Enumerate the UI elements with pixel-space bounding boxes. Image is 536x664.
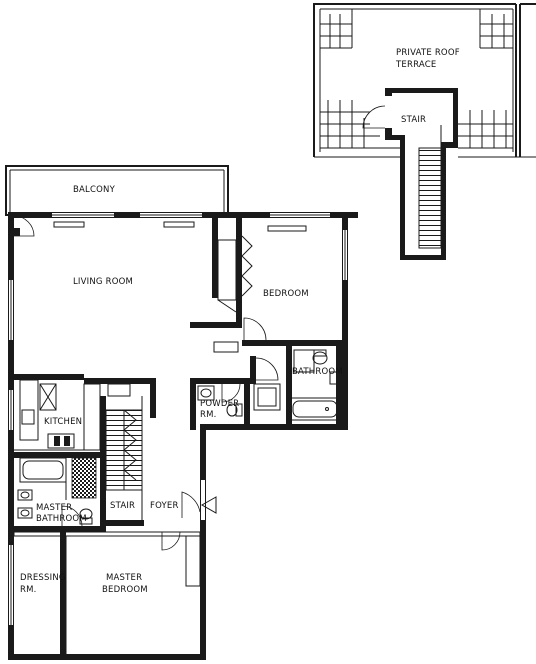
powder-label-2: RM. (200, 410, 217, 420)
room-labels: LIVING ROOM BEDROOM DRESSING RM. MASTER … (20, 277, 309, 595)
bathtub-icon (289, 397, 341, 421)
door-swing-icon (255, 357, 279, 381)
door-swing-icon (61, 505, 83, 527)
door-swing-icon (181, 491, 201, 518)
misc-doors (13, 215, 239, 353)
sink-icon (197, 385, 215, 401)
door-swing-icon (362, 105, 386, 129)
entry-arrow-icon (200, 496, 217, 514)
lower-stair-label: STAIR (110, 501, 135, 511)
toilet-icon (79, 508, 93, 520)
toilet-icon (226, 403, 238, 417)
bathroom-label: BATHROOM (292, 367, 343, 377)
roof-terrace: PRIVATE ROOF TERRACE STAIR (313, 3, 536, 260)
stair-treads-icon (418, 147, 442, 249)
balcony: BALCONY (5, 165, 229, 216)
master-bedroom-label-1: MASTER (106, 573, 142, 583)
master-bath-label-2: BATHROOM (36, 514, 87, 524)
door-swing-icon (161, 531, 181, 551)
sink-icon (17, 489, 33, 501)
powder-label-1: POWDER (200, 399, 239, 409)
foyer-label: FOYER (150, 501, 179, 511)
sink-icon (21, 409, 35, 425)
master-bath-label-1: MASTER (36, 503, 72, 513)
dressing-label-1: DRESSING (20, 573, 66, 583)
upper-stair-label: STAIR (401, 115, 426, 125)
dressing-label-2: RM. (20, 585, 37, 595)
toilet-icon (312, 351, 328, 365)
terrace-label-2: TERRACE (395, 60, 436, 70)
exterior-walls (8, 212, 358, 660)
door-swing-icon (221, 383, 241, 403)
master-bedroom-label-2: BEDROOM (102, 585, 148, 595)
kitchen-label: KITCHEN (44, 417, 82, 427)
terrace-label-1: PRIVATE ROOF (396, 48, 460, 58)
balcony-label: BALCONY (73, 185, 116, 195)
living-room-label: LIVING ROOM (73, 277, 133, 287)
interior-walls: BATHROOM POWDER RM. KITCHEN (13, 218, 343, 654)
door-swing-icon (243, 317, 267, 341)
bedroom-label: BEDROOM (263, 289, 309, 299)
sink-icon (17, 507, 33, 519)
door-swing-icon (13, 215, 35, 237)
